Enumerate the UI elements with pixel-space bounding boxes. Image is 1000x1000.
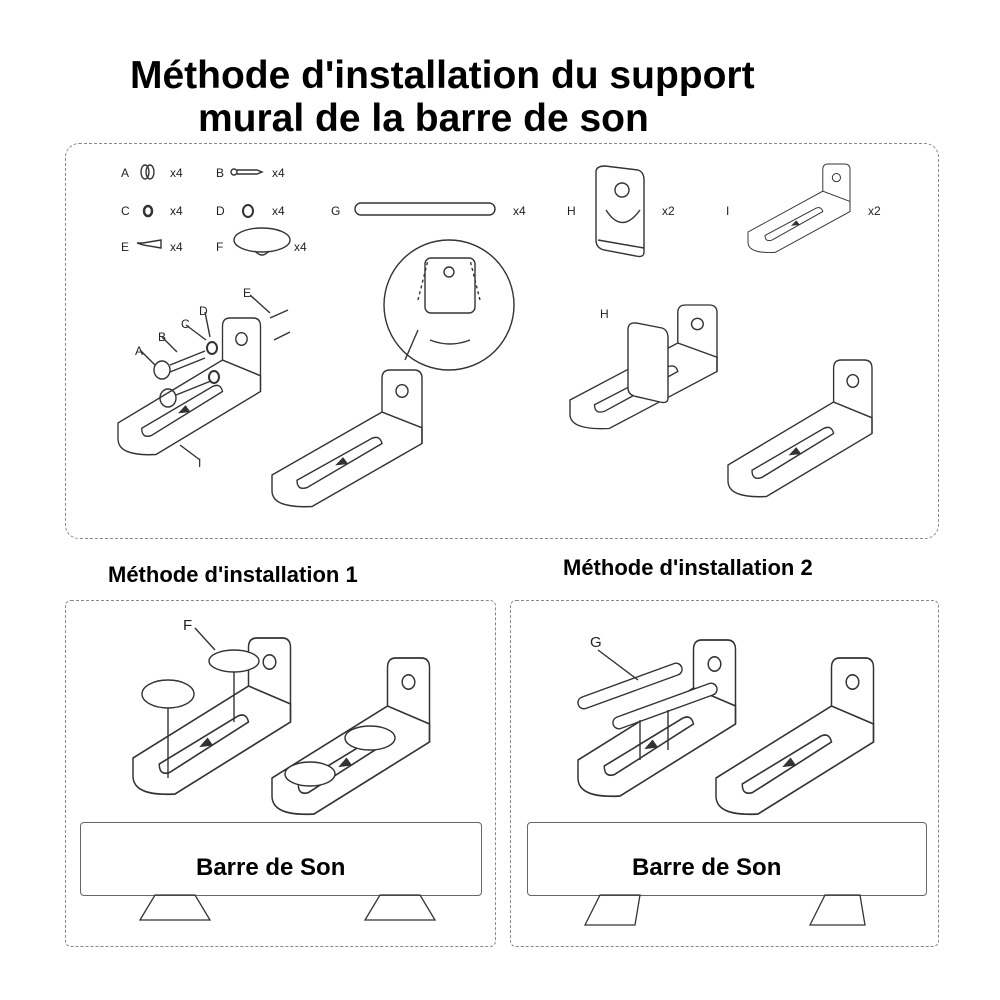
- part-qty-e: x4: [170, 240, 183, 254]
- part-letter-b: B: [216, 166, 225, 180]
- adhesive-pad-icon: [233, 227, 291, 256]
- soundbar-label-1: Barre de Son: [196, 854, 346, 881]
- part-letter-d: D: [216, 204, 225, 218]
- method-1-title: Méthode d'installation 1: [108, 562, 358, 587]
- detail-magnifier: [383, 239, 515, 371]
- soundbar-method-1: [80, 822, 482, 896]
- callout-g: G: [590, 634, 602, 651]
- end-cap-icon: [140, 164, 155, 180]
- method-1-panel: [65, 600, 496, 947]
- callout-c: C: [181, 317, 190, 331]
- part-letter-c: C: [121, 204, 130, 218]
- part-qty-i: x2: [868, 204, 881, 218]
- part-letter-i: I: [726, 204, 730, 218]
- callout-a: A: [135, 344, 144, 358]
- screw-icon: [230, 168, 264, 176]
- callout-e: E: [243, 286, 252, 300]
- part-letter-g: G: [331, 204, 341, 218]
- part-qty-f: x4: [294, 240, 307, 254]
- part-qty-a: x4: [170, 166, 183, 180]
- callout-f: F: [183, 617, 193, 634]
- part-qty-b: x4: [272, 166, 285, 180]
- parts-and-assembly-panel: [65, 143, 939, 539]
- foam-strip-icon: [354, 202, 496, 216]
- part-letter-e: E: [121, 240, 130, 254]
- method-2-panel: [510, 600, 939, 947]
- callout-i: I: [198, 456, 202, 470]
- wall-anchor-icon: [136, 239, 162, 249]
- callout-h: H: [600, 307, 609, 321]
- page-title-line2: mural de la barre de son: [198, 97, 649, 140]
- part-letter-h: H: [567, 204, 576, 218]
- part-qty-d: x4: [272, 204, 285, 218]
- part-qty-c: x4: [170, 204, 183, 218]
- adapter-plate-h: [627, 322, 669, 404]
- spring-washer-icon: [142, 204, 154, 218]
- soundbar-label-2: Barre de Son: [632, 854, 782, 881]
- page-title-line1: Méthode d'installation du support: [130, 54, 755, 97]
- soundbar-method-2: [527, 822, 927, 896]
- foam-strip-g: [577, 662, 683, 710]
- method-2-title: Méthode d'installation 2: [563, 555, 813, 580]
- adapter-plate-icon: [595, 165, 645, 258]
- part-letter-a: A: [121, 166, 130, 180]
- part-qty-g: x4: [513, 204, 526, 218]
- hardware-exploded: [139, 294, 291, 461]
- callout-d: D: [199, 304, 208, 318]
- washer-icon: [242, 204, 254, 218]
- foam-strip-g: [612, 682, 718, 730]
- part-letter-f: F: [216, 240, 224, 254]
- part-qty-h: x2: [662, 204, 675, 218]
